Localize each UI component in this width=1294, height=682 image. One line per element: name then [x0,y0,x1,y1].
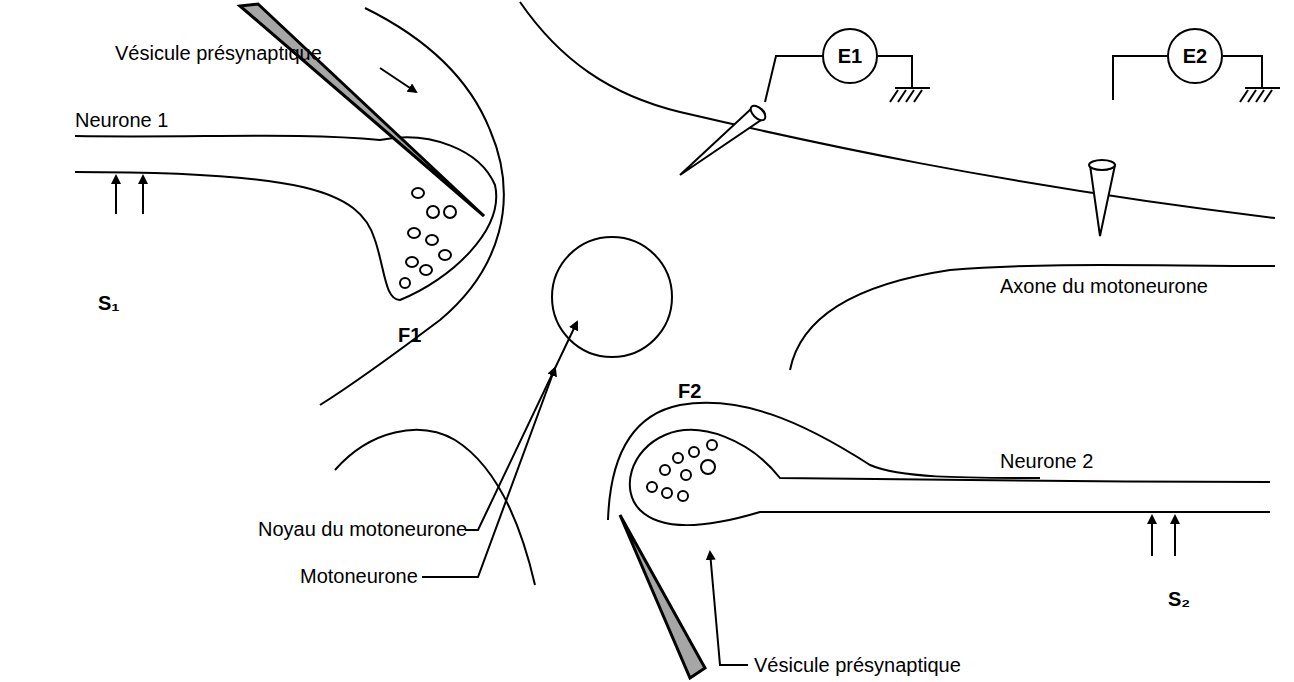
part-label: Noyau du motoneurone [258,518,467,541]
part-label: Vésicule présynaptique [115,42,322,65]
electrode-wire [1223,56,1262,88]
signal-label: S₂ [1168,588,1190,611]
motoneuron-membrane [335,430,535,585]
part-label: Vésicule présynaptique [754,654,961,677]
neuron-2-terminal [630,430,1270,525]
leader-line [465,322,577,530]
microelectrode [620,515,705,678]
leader-line [380,68,416,92]
part-label: F2 [678,380,701,403]
part-label: Neurone 1 [75,109,168,132]
motoneuron-membrane [320,8,504,405]
microelectrode [240,4,484,216]
stimulating-electrode [116,176,1175,556]
recorder-circle: E1 [822,28,878,84]
recording-electrode [748,103,768,123]
recording-electrode [1089,160,1115,170]
part-label: F1 [398,324,421,347]
electrode-wire [765,56,822,102]
vesicles [400,188,717,501]
axon-membrane [520,2,1275,218]
motoneuron-membrane [608,403,1040,520]
leader-line [422,368,555,577]
recorder-label: E2 [1183,45,1207,68]
electrode-wire [878,56,912,88]
recording-electrode [680,107,765,175]
part-label: Motoneurone [300,565,418,588]
neuron-1-terminal [75,136,496,300]
recorder-label: E1 [838,45,862,68]
recorder-circle: E2 [1167,28,1223,84]
signal-label: S₁ [98,292,120,315]
ground-symbol [890,88,1280,102]
recording-electrode [1090,165,1115,236]
leader-line [710,552,748,665]
axon-membrane [790,265,1275,370]
electrode-wire [1113,56,1167,100]
part-label: Axone du motoneurone [1000,275,1208,298]
part-label: Neurone 2 [1000,450,1093,473]
